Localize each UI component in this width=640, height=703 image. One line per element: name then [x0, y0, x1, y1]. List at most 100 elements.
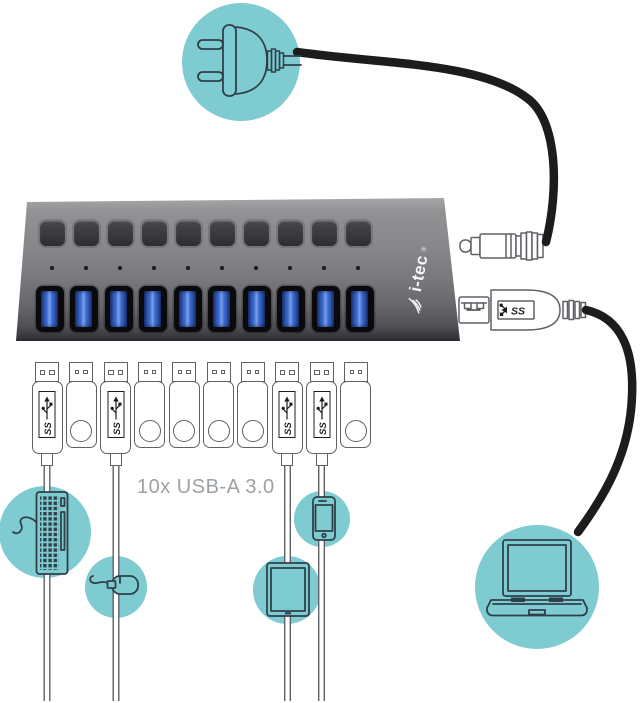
usb-port-tongue: [247, 291, 265, 327]
hub-led: [220, 266, 224, 270]
plug-contact: [137, 362, 162, 382]
hub-led: [50, 266, 54, 270]
superspeed-usb-icon: SS: [41, 396, 54, 435]
plug-cable-stem: [315, 453, 328, 466]
plug-body: SS: [100, 381, 132, 454]
power-plug-icon: [197, 24, 302, 97]
plug-body: [340, 381, 372, 448]
hub-led: [322, 266, 326, 270]
plug-pin-hole: [117, 369, 124, 375]
usb-port-tongue: [75, 291, 93, 327]
usb-flash-plug: [203, 362, 235, 448]
usb-a-port: [208, 286, 237, 332]
hub-power-button: [244, 221, 270, 246]
hub-power-button: [39, 221, 65, 246]
brand-name: i-tec: [405, 253, 432, 294]
plug-contact: [309, 362, 334, 382]
plug-pin-hole: [357, 369, 363, 375]
hub-power-button: [278, 221, 304, 246]
superspeed-usb-icon: SS: [110, 396, 123, 435]
plug-pin-hole: [83, 369, 88, 375]
plug-contact: [240, 362, 265, 382]
superspeed-text: SS: [511, 306, 525, 318]
laptop-icon: [486, 539, 588, 617]
svg-text:SS: SS: [318, 421, 329, 434]
plug-contact: [35, 362, 59, 382]
usb-a-port: [345, 286, 374, 332]
power-plug-circle: [182, 3, 300, 121]
usb-a-port: [242, 286, 271, 332]
lanyard-hole: [207, 420, 230, 442]
hub-led: [254, 266, 258, 270]
usb-a-port: [311, 286, 340, 332]
superspeed-label: SS: [313, 391, 331, 438]
superspeed-label: SS: [278, 391, 296, 438]
lanyard-hole: [241, 420, 264, 442]
usb-a-port: [70, 286, 99, 332]
plug-contact: [172, 362, 197, 382]
usb-port-tongue: [178, 291, 196, 327]
registered-mark: ®: [420, 246, 428, 253]
usb-ss-cable-plug: SS: [306, 362, 338, 466]
hub-body: i-tec®: [16, 198, 460, 341]
lanyard-hole: [70, 420, 93, 442]
usb-ss-cable-plug: SS: [271, 362, 303, 466]
usb-port-tongue: [316, 291, 334, 327]
lanyard-hole: [344, 420, 367, 442]
lanyard-hole: [173, 420, 196, 442]
plug-contact: [275, 362, 300, 382]
hub-power-button: [141, 221, 167, 246]
superspeed-usb-icon: SS: [281, 396, 294, 435]
plug-pin-hole: [349, 369, 354, 375]
superspeed-usb-icon: SS: [316, 396, 329, 435]
host-cable: [573, 305, 637, 537]
hub-power-button: [346, 221, 372, 246]
plug-pin-hole: [254, 369, 260, 375]
plug-pin-hole: [212, 369, 217, 375]
plug-pin-hole: [108, 369, 114, 375]
wing-icon: [408, 297, 422, 314]
hub-led: [152, 266, 156, 270]
usb-flash-plug: [134, 362, 166, 448]
plug-pin-hole: [314, 369, 320, 375]
plug-pin-hole: [75, 369, 80, 375]
smartphone-icon: [312, 496, 336, 541]
svg-text:SS: SS: [43, 421, 54, 434]
usb-flash-plug: [168, 362, 200, 448]
usb-flash-plug: [340, 362, 372, 448]
hub-led: [186, 266, 190, 270]
plug-body: [65, 381, 97, 448]
svg-text:SS: SS: [112, 421, 123, 434]
hub-led: [356, 266, 360, 270]
brand-logo: i-tec®: [372, 235, 460, 324]
usb-flash-plug: [237, 362, 269, 448]
superspeed-label: SS: [38, 391, 56, 438]
usb-port-tongue: [144, 291, 162, 327]
keyboard-icon: [12, 491, 69, 575]
plug-pin-hole: [246, 369, 251, 375]
ports-caption: 10x USB-A 3.0: [137, 476, 275, 498]
usb-b-connector: SS: [458, 289, 587, 331]
usb-a-port: [173, 286, 202, 332]
hub-led: [84, 266, 88, 270]
plug-contact: [103, 362, 128, 382]
plug-cable-stem: [41, 453, 53, 466]
svg-text:SS: SS: [283, 421, 294, 434]
plug-body: SS: [306, 381, 338, 454]
hub-power-button: [175, 221, 201, 246]
plug-contact: [206, 362, 231, 382]
plug-pin-hole: [186, 369, 191, 375]
plug-pin-hole: [279, 369, 286, 375]
plug-contact: [69, 362, 94, 382]
usb-port-tongue: [41, 291, 58, 327]
tablet-icon: [266, 562, 310, 617]
usb-ss-cable-plug: SS: [31, 362, 63, 466]
plug-body: SS: [31, 381, 63, 454]
hub-power-button: [73, 221, 99, 246]
hub-led: [288, 266, 292, 270]
dc-power-connector: [459, 231, 544, 261]
mouse-icon: [89, 575, 139, 595]
plug-pin-hole: [178, 369, 183, 375]
plug-pin-hole: [151, 369, 157, 375]
